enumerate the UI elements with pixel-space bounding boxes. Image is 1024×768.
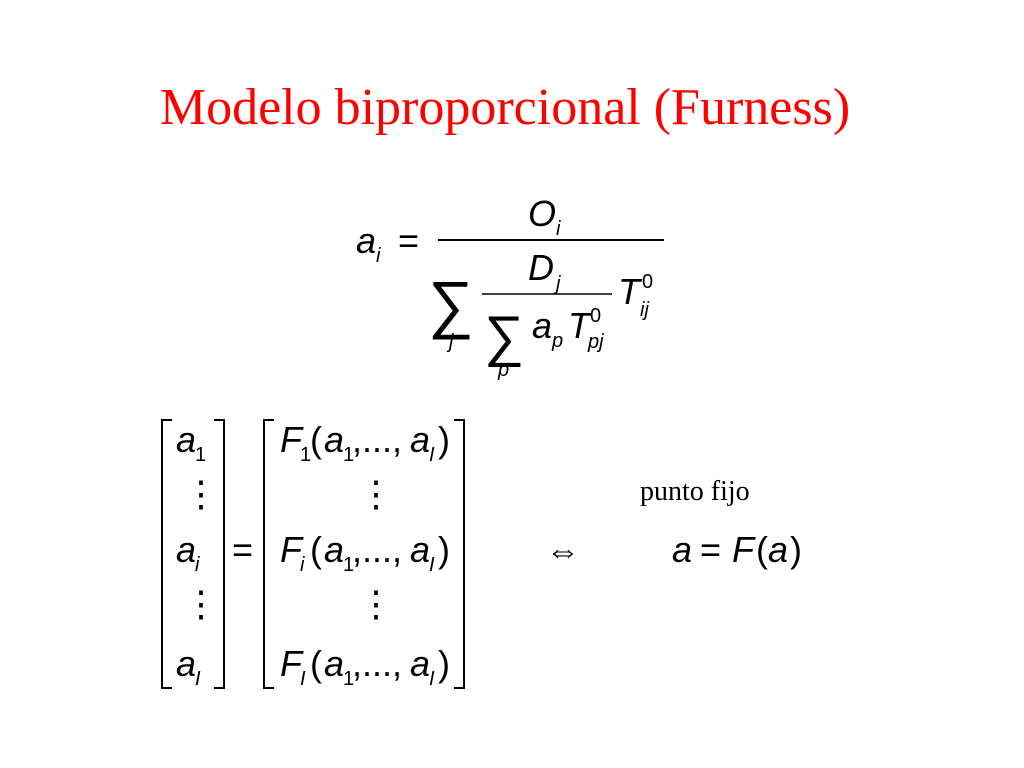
rhs-row-1-close: ) (438, 419, 450, 460)
rhs-row-I-a1sub: 1 (343, 668, 354, 690)
rhs-row-i-dots: ,..., (352, 529, 402, 570)
rhs-row-1-a1: a (324, 419, 344, 460)
numerator-sub: i (556, 218, 561, 240)
slide-title: Modelo biproporcional (Furness) (159, 79, 851, 136)
rhs-vdots-2: ⋮ (358, 583, 394, 624)
system-equals: = (232, 529, 253, 570)
rhs-row-1-a1sub: 1 (343, 444, 354, 466)
rhs-row-I-a1: a (324, 643, 344, 684)
lhs-row-vdots-1: ⋮ (183, 473, 219, 514)
inner-a-sub: p (551, 330, 563, 352)
compact-lhs: a (672, 529, 692, 570)
outer-sum-symbol: ∑ (428, 268, 474, 340)
rhs-row-i-fsub: i (300, 554, 305, 576)
numerator-var: O (528, 193, 556, 234)
rhs-row-1-f: F (280, 419, 304, 460)
lhs-row-aI-sub: I (195, 668, 201, 690)
lhs-row-a1-sub: 1 (195, 444, 206, 466)
inner-sum-symbol: ∑ (484, 304, 524, 367)
rhs-row-i-a1sub: 1 (343, 554, 354, 576)
rhs-row-I: F I ( a 1 ,..., a I ) (280, 643, 450, 690)
rhs-row-i-aI: a (410, 529, 430, 570)
compact-equals: = (700, 529, 721, 570)
inner-t-sub: pj (587, 331, 604, 353)
rhs-row-I-f: F (280, 643, 304, 684)
inner-t-sup: 0 (590, 305, 601, 327)
rhs-row-i-a1: a (324, 529, 344, 570)
rhs-row-1: F 1 ( a 1 ,..., a I ) (280, 419, 450, 466)
lhs-row-ai: a (176, 529, 196, 570)
rhs-row-i-f: F (280, 529, 304, 570)
rhs-row-i: F i ( a 1 ,..., a I ) (280, 529, 450, 576)
rhs-row-1-fsub: 1 (300, 444, 311, 466)
rhs-row-I-open: ( (310, 643, 322, 684)
lhs-sub: i (376, 245, 381, 267)
lhs-row-aI: a (176, 643, 196, 684)
rhs-row-1-open: ( (310, 419, 322, 460)
outer-t-sup: 0 (642, 271, 653, 293)
rhs-row-1-dots: ,..., (352, 419, 402, 460)
lhs-right-bracket (214, 419, 225, 689)
outer-t-var: T (618, 271, 643, 312)
lhs-row-a1: a (176, 419, 196, 460)
compact-close: ) (790, 529, 802, 570)
fixed-point-label: punto fijo (640, 476, 750, 507)
lhs-row-ai-sub: i (195, 554, 200, 576)
rhs-row-i-open: ( (310, 529, 322, 570)
compact-open: ( (756, 529, 768, 570)
lhs-row-vdots-2: ⋮ (183, 583, 219, 624)
outer-t-sub: ij (640, 299, 649, 321)
rhs-row-i-aIsub: I (429, 554, 435, 576)
lhs-left-bracket (161, 419, 172, 689)
rhs-row-i-close: ) (438, 529, 450, 570)
compact-F: F (732, 529, 756, 570)
compact-arg: a (768, 529, 788, 570)
rhs-row-I-close: ) (438, 643, 450, 684)
equals-sign: = (398, 220, 419, 261)
inner-a-var: a (532, 305, 552, 346)
inner-t-var: T (568, 305, 593, 346)
rhs-row-I-aIsub: I (429, 668, 435, 690)
rhs-vdots-1: ⋮ (358, 473, 394, 514)
outer-sum-index: j (446, 331, 454, 353)
rhs-right-bracket (454, 419, 465, 689)
rhs-row-1-aIsub: I (429, 444, 435, 466)
rhs-row-I-dots: ,..., (352, 643, 402, 684)
inner-numerator-sub: j (553, 273, 561, 295)
inner-numerator-var: D (528, 247, 554, 288)
rhs-left-bracket (263, 419, 274, 689)
iff-arrow-icon: ⇔ (546, 532, 580, 570)
rhs-row-1-aI: a (410, 419, 430, 460)
rhs-row-I-fsub: I (300, 668, 306, 690)
inner-sum-index: p (497, 359, 509, 381)
rhs-row-I-aI: a (410, 643, 430, 684)
lhs-var: a (356, 220, 376, 261)
